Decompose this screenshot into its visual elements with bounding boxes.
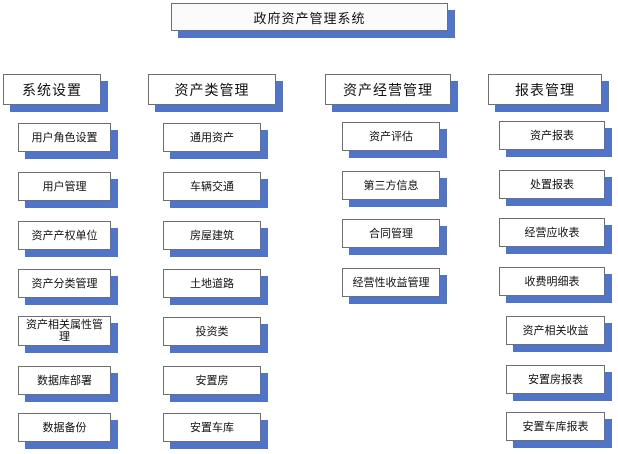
item-label: 安置车库报表 [522,419,589,433]
item-land-roads: 土地道路 [163,269,261,298]
item-label: 用户管理 [42,179,87,193]
item-label: 处置报表 [530,177,574,191]
item-label: 安置车库 [190,420,234,434]
item-asset-classification-management: 资产分类管理 [18,269,111,298]
item-label: 资产报表 [530,128,574,142]
header-label: 系统设置 [22,82,82,99]
item-investment-assets: 投资类 [163,317,261,346]
item-resettlement-housing-report: 安置房报表 [506,365,605,394]
item-asset-valuation: 资产评估 [342,122,440,151]
item-asset-related-income: 资产相关收益 [506,316,605,345]
item-asset-report: 资产报表 [499,121,605,150]
system-title-box: 政府资产管理系统 [171,3,448,31]
item-label: 车辆交通 [190,179,234,193]
item-third-party-information: 第三方信息 [342,171,440,200]
item-asset-attribute-management: 资产相关属性管理 [18,316,111,346]
item-resettlement-housing: 安置房 [163,366,261,395]
item-label: 经营应收表 [524,225,580,239]
header-label: 资产经营管理 [343,82,433,99]
item-label: 用户角色设置 [31,130,98,144]
item-user-role-settings: 用户角色设置 [18,123,111,152]
item-label: 资产相关收益 [522,323,589,337]
item-contract-management: 合同管理 [342,219,440,248]
item-label: 投资类 [195,324,229,338]
item-operating-receivables-report: 经营应收表 [499,218,605,247]
item-building-assets: 房屋建筑 [163,221,261,250]
item-user-management: 用户管理 [18,172,111,201]
item-database-deployment: 数据库部署 [18,366,111,395]
item-charge-detail-report: 收费明细表 [499,267,605,296]
item-resettlement-garage-report: 安置车库报表 [506,412,605,441]
item-label: 土地道路 [190,276,234,290]
header-report-management: 报表管理 [488,74,602,105]
item-data-backup: 数据备份 [18,413,111,442]
header-asset-category-management: 资产类管理 [148,74,276,105]
item-disposal-report: 处置报表 [499,170,605,199]
item-vehicle-transport: 车辆交通 [163,172,261,201]
item-label: 经营性收益管理 [352,275,430,289]
item-label: 资产分类管理 [31,276,98,290]
item-general-assets: 通用资产 [163,123,261,152]
item-label: 安置房报表 [528,372,583,386]
item-label: 数据库部署 [37,373,92,387]
item-label: 房屋建筑 [190,228,234,242]
header-label: 资产类管理 [174,82,250,99]
header-label: 报表管理 [515,82,575,99]
header-system-settings: 系统设置 [3,74,101,105]
item-label: 数据备份 [42,420,87,434]
item-label: 合同管理 [369,226,413,240]
header-asset-operation-management: 资产经营管理 [325,74,451,105]
item-label: 资产评估 [369,129,413,143]
item-label: 通用资产 [190,130,234,144]
item-asset-ownership-unit: 资产产权单位 [18,221,111,250]
item-resettlement-garage: 安置车库 [163,413,261,442]
item-label: 资产相关属性管理 [26,318,103,343]
item-label: 收费明细表 [524,274,580,288]
item-label: 第三方信息 [363,178,419,192]
item-operating-income-management: 经营性收益管理 [342,268,440,297]
system-title: 政府资产管理系统 [253,11,366,27]
item-label: 资产产权单位 [31,228,98,242]
item-label: 安置房 [195,373,229,387]
